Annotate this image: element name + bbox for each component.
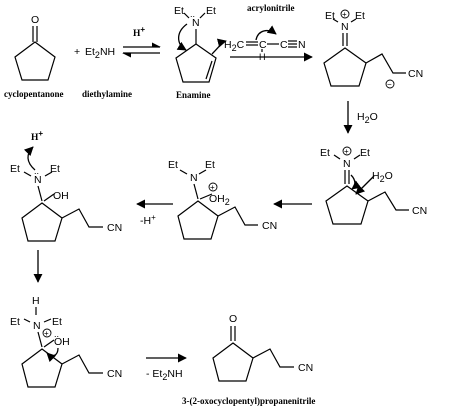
svg-text:CN: CN [408,68,423,80]
svg-text:OH: OH [54,336,70,348]
ammonium-hemiaminal-structure: H Et Et N + OH .. CN [10,295,122,388]
minus-proton: -H+ [140,213,156,227]
acid-catalyst: H+ [133,25,145,39]
svg-text:Et: Et [174,5,184,17]
svg-text:N: N [190,172,198,184]
svg-text:Et: Et [355,10,365,22]
svg-text:C: C [280,39,288,51]
oxonium-intermediate-structure: Et Et N OH2 + CN [168,159,277,240]
enamine-label: Enamine [176,90,211,100]
svg-text:CN: CN [107,368,122,380]
svg-text:CN: CN [298,362,313,374]
product-structure: O CN [212,313,313,382]
svg-text:+: + [344,147,349,156]
svg-text:CN: CN [262,220,277,232]
minus-diethylamine: - Et2NH [146,368,183,382]
svg-text:−: − [387,80,392,89]
svg-text:H2O: H2O [372,170,393,184]
equilibrium-arrow [122,42,161,58]
water-reagent: H2O [357,111,378,125]
svg-text:Et: Et [10,316,20,328]
svg-text:N: N [343,158,351,170]
svg-text:Et: Et [205,159,215,171]
svg-text:C: C [259,39,267,51]
svg-text:N: N [34,174,42,186]
svg-text:CN: CN [107,222,122,234]
diethylamine-label: diethylamine [82,89,132,99]
diethylamine-formula: Et2NH [85,46,115,60]
svg-text:OH2: OH2 [209,193,230,207]
svg-text:Et: Et [168,159,178,171]
svg-text:Et: Et [206,5,216,17]
svg-text:..: .. [54,329,59,339]
svg-text:N: N [298,39,306,51]
svg-text:Et: Et [10,163,20,175]
product-label: 3-(2-oxocyclopentyl)propanenitrile [182,396,315,406]
iminium-water-attack-structure: Et Et N + CN H2O [320,146,427,225]
cyclopentanone-structure: O [14,14,56,81]
svg-text:Et: Et [52,316,62,328]
svg-text:Et: Et [50,163,60,175]
svg-text:H: H [32,295,40,307]
svg-text:CN: CN [412,205,427,217]
svg-text:OH: OH [53,190,69,202]
svg-text:H2C: H2C [224,39,245,53]
svg-text:H+: H+ [31,129,43,143]
svg-text:+: + [342,10,347,19]
plus-sign: + [74,46,80,58]
svg-text:N: N [33,320,41,332]
enamine-nitrogen: N [192,17,200,29]
cyclopentanone-label: cyclopentanone [4,89,64,99]
iminium-anion-structure: Et Et N + CN − [323,9,423,89]
acrylonitrile-label: acrylonitrile [247,3,294,13]
svg-text:+: + [44,329,49,338]
svg-text:Et: Et [320,147,330,159]
svg-text:Et: Et [325,10,335,22]
hemiaminal-structure: H+ Et Et N .. OH CN [10,129,122,242]
svg-text:Et2NH: Et2NH [85,46,115,60]
svg-text:Et: Et [360,147,370,159]
svg-text:N: N [341,21,349,33]
enamine-structure: Et Et N .. [174,5,227,83]
svg-text:..: .. [190,9,195,19]
carbonyl-oxygen: O [31,14,39,26]
svg-text:O: O [229,313,237,325]
svg-text:..: .. [34,166,39,176]
svg-text:+: + [210,183,215,192]
